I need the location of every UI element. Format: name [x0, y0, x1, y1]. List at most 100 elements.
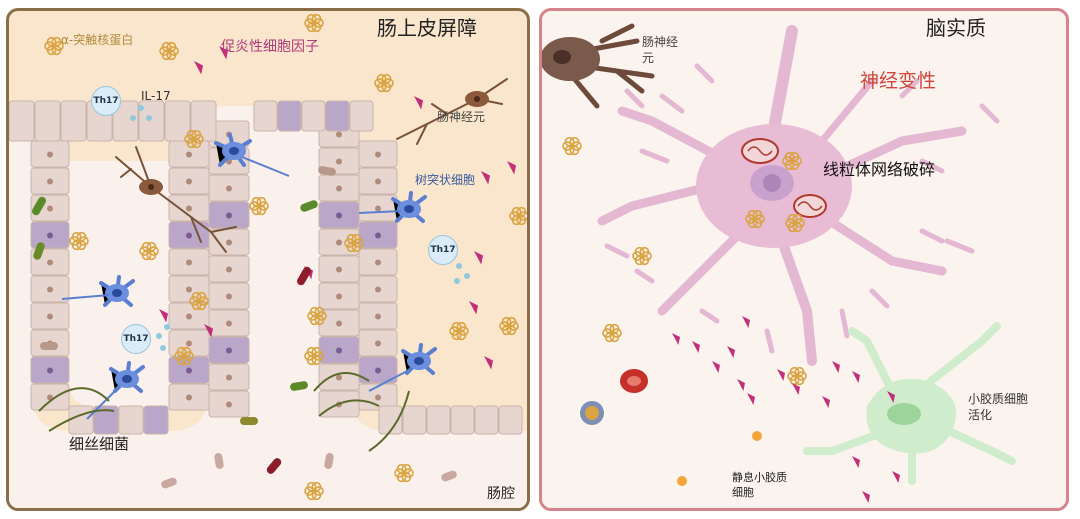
epithelial-cell [349, 100, 374, 132]
alpha-synuclein-aggregate [189, 291, 209, 311]
cell-nucleus [186, 205, 192, 212]
epithelial-cell [112, 100, 139, 142]
epithelial-cell [325, 100, 350, 132]
alpha-synuclein-aggregate [632, 246, 652, 266]
alpha-synuclein-aggregate [159, 41, 179, 61]
epithelial-cell [93, 405, 119, 435]
epithelial-cell [426, 405, 451, 435]
cell-nucleus [375, 367, 381, 374]
alpha-synuclein-aggregate [499, 316, 519, 336]
cytokine-triangle [474, 251, 483, 265]
alpha-synuclein-aggregate [787, 366, 807, 386]
cytokine-triangle [159, 309, 168, 323]
cell-nucleus [226, 320, 232, 327]
th17-cell: Th17 [91, 86, 121, 116]
cytokine-triangle [414, 96, 423, 110]
cytokine-triangle [887, 391, 895, 403]
cell-nucleus [226, 185, 232, 192]
cell-nucleus [226, 374, 232, 381]
cytokine-triangle [481, 171, 490, 185]
brain-panel-title: 脑实质 [926, 16, 986, 40]
dendritic-cell [368, 343, 437, 392]
alpha-synuclein-aggregate [307, 306, 327, 326]
bacterium [161, 477, 177, 489]
cell-nucleus [186, 367, 192, 374]
epithelial-cell [277, 100, 302, 132]
epithelial-cell [138, 100, 165, 142]
cytokine-triangle [777, 369, 785, 381]
cell-nucleus [47, 286, 53, 293]
epithelial-cell [68, 405, 94, 435]
bacterium [300, 200, 318, 212]
cytokine-triangle [862, 491, 870, 503]
resting-microglia-label-line2: 细胞 [732, 486, 754, 499]
cell-nucleus [47, 259, 53, 266]
epithelial-cell [118, 405, 144, 435]
resting-microglia [677, 476, 687, 486]
cytokine-triangle [712, 361, 720, 373]
cell-nucleus [226, 401, 232, 408]
cell-nucleus [186, 151, 192, 158]
cell-nucleus [226, 266, 232, 273]
bacterium [297, 266, 311, 286]
epithelial-cell [143, 405, 169, 435]
cell-nucleus [186, 232, 192, 239]
cell-nucleus [336, 347, 342, 354]
il17-dots [130, 105, 470, 351]
cytokine-triangle [204, 324, 213, 338]
epithelial-cell [402, 405, 427, 435]
cell-nucleus [375, 205, 381, 212]
brain-illustration [542, 23, 1016, 503]
cell-nucleus [375, 151, 381, 158]
dendrite-fragments [604, 63, 1000, 354]
epithelial-cell [164, 100, 191, 142]
alpha-synuclein-aggregate [139, 241, 159, 261]
cytokine-triangle [852, 456, 860, 468]
cell-nucleus [336, 374, 342, 381]
alpha-synuclein-aggregates [562, 136, 807, 386]
cell-nucleus [47, 151, 53, 158]
cell-nucleus [336, 239, 342, 246]
cytokine-triangle [194, 61, 203, 75]
cell-nucleus [47, 313, 53, 320]
th17-cell: Th17 [121, 324, 151, 354]
cell-nucleus [336, 131, 342, 138]
dendritic-cell [61, 275, 135, 307]
cell-nucleus [186, 394, 192, 401]
cell-nucleus [226, 212, 232, 219]
bacterium [318, 166, 336, 176]
alpha-synuclein-aggregate [785, 213, 805, 233]
enteric-neuron-soma [542, 37, 600, 81]
resting-microglia [752, 431, 762, 441]
neurodegeneration-label: 神经变性 [860, 70, 937, 92]
cell-nucleus [375, 394, 381, 401]
cell-nucleus [336, 212, 342, 219]
cytokine-markers [672, 316, 900, 503]
filamentous-bacteria-label: 细丝细菌 [69, 435, 130, 453]
alpha-synuclein-aggregates [44, 13, 527, 501]
bacterium [441, 470, 457, 482]
bacterium [32, 196, 46, 216]
bacteria [32, 166, 457, 489]
bacterium [324, 453, 334, 469]
alpha-synuclein-aggregate [249, 196, 269, 216]
alpha-synuclein-aggregate [394, 463, 414, 483]
bacterium [290, 381, 308, 391]
cytokine-triangle [219, 46, 228, 60]
dendritic-cell-label: 树突状细胞 [415, 173, 476, 187]
cell-nucleus [47, 367, 53, 374]
cell-nucleus [375, 286, 381, 293]
enteric-neuron-label-line1: 肠神经 [642, 35, 679, 49]
alpha-synuclein-label: α-突触核蛋白 [61, 33, 134, 47]
bacterium [214, 453, 224, 469]
alpha-synuclein-aggregate [562, 136, 582, 156]
cytokine-triangle [672, 333, 680, 345]
enteric-neuron-label: 肠神经元 [437, 110, 486, 124]
epithelial-cell [378, 405, 403, 435]
cell-nucleus [336, 320, 342, 327]
epithelial-cell [60, 100, 87, 142]
cytokine-triangle [852, 371, 860, 383]
brain-parenchyma-panel: 脑实质 肠神经 元 神经变性 线粒体网络破碎 小胶质细胞 活化 静息小胶质 细胞 [539, 8, 1069, 511]
epithelial-cell [253, 100, 278, 132]
bacterium [266, 458, 282, 474]
